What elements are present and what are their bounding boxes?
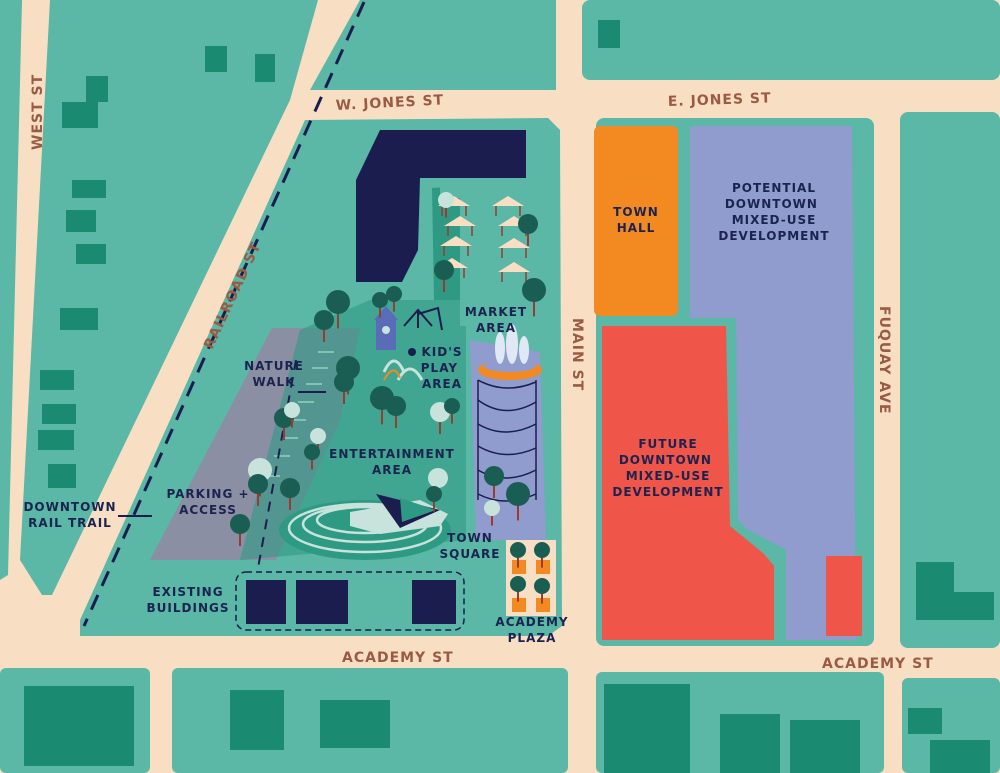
label-fuquay-ave: FUQUAY AVE bbox=[876, 306, 892, 415]
tree bbox=[434, 260, 454, 292]
string-lights bbox=[477, 379, 537, 502]
building bbox=[38, 430, 74, 450]
tree bbox=[372, 292, 388, 318]
playground[interactable] bbox=[374, 306, 443, 381]
tree bbox=[326, 290, 350, 329]
building bbox=[908, 708, 942, 734]
market-tent bbox=[444, 216, 476, 236]
building bbox=[40, 370, 74, 390]
tree bbox=[280, 478, 300, 510]
building bbox=[940, 592, 994, 620]
tree bbox=[444, 398, 460, 424]
small-buildings bbox=[24, 20, 994, 773]
building bbox=[930, 740, 990, 773]
tree bbox=[522, 278, 546, 317]
tree bbox=[314, 310, 334, 342]
building bbox=[62, 102, 98, 128]
tree bbox=[506, 482, 530, 521]
market-tent bbox=[440, 236, 472, 256]
building bbox=[60, 308, 98, 330]
future-development-parcel[interactable] bbox=[602, 326, 774, 640]
fountain-jets bbox=[495, 324, 529, 364]
market-tent bbox=[492, 196, 524, 216]
town-hall-parcel[interactable] bbox=[594, 126, 678, 316]
tree bbox=[248, 474, 268, 506]
trees bbox=[230, 192, 550, 604]
existing-building bbox=[246, 580, 286, 624]
block-east bbox=[900, 112, 1000, 648]
label-academy-st-left: ACADEMY ST bbox=[342, 650, 454, 666]
building bbox=[72, 180, 106, 198]
building bbox=[598, 20, 620, 48]
navy-parking-deck bbox=[356, 130, 526, 282]
label-e-jones-st: E. JONES ST bbox=[668, 90, 772, 110]
tree bbox=[438, 192, 454, 218]
tree bbox=[334, 372, 354, 404]
existing-building bbox=[412, 580, 456, 624]
tree bbox=[484, 500, 500, 526]
label-parking-access: PARKING +ACCESS bbox=[166, 487, 249, 517]
tree bbox=[386, 396, 406, 428]
tree bbox=[386, 286, 402, 312]
building bbox=[86, 76, 108, 102]
existing-buildings-outline bbox=[235, 571, 465, 631]
tree bbox=[230, 514, 250, 546]
tree bbox=[510, 542, 526, 568]
tree bbox=[518, 214, 538, 246]
building bbox=[66, 210, 96, 232]
block-north-east bbox=[582, 0, 1000, 80]
rail-trail-line bbox=[82, 1, 366, 627]
building bbox=[604, 684, 690, 773]
tree bbox=[304, 444, 320, 470]
tree bbox=[484, 466, 504, 498]
market-path-top bbox=[440, 186, 540, 198]
building bbox=[48, 464, 76, 488]
building bbox=[42, 404, 76, 424]
tree bbox=[510, 576, 526, 602]
block-north-center bbox=[310, 0, 556, 90]
amphitheater[interactable] bbox=[279, 494, 451, 560]
building bbox=[205, 46, 227, 72]
label-main-st: MAIN ST bbox=[569, 318, 585, 391]
tree bbox=[284, 402, 300, 428]
label-w-jones-st: W. JONES ST bbox=[335, 92, 444, 114]
small-red-parcel bbox=[826, 556, 862, 636]
tree bbox=[426, 486, 442, 512]
building bbox=[76, 244, 106, 264]
building bbox=[320, 700, 390, 748]
existing-building bbox=[296, 580, 348, 624]
potential-development-parcel[interactable] bbox=[690, 126, 856, 640]
block-west bbox=[20, 0, 318, 595]
block-west-edge bbox=[0, 0, 22, 580]
building bbox=[720, 714, 780, 773]
tree bbox=[534, 578, 550, 604]
tree bbox=[534, 542, 550, 568]
label-west-st: WEST ST bbox=[30, 74, 46, 150]
building bbox=[790, 720, 860, 773]
building bbox=[255, 54, 275, 82]
market-tent bbox=[498, 262, 530, 282]
market-tent bbox=[498, 238, 530, 258]
building bbox=[24, 686, 134, 766]
building bbox=[230, 690, 284, 750]
label-academy-st-right: ACADEMY ST bbox=[822, 656, 934, 672]
